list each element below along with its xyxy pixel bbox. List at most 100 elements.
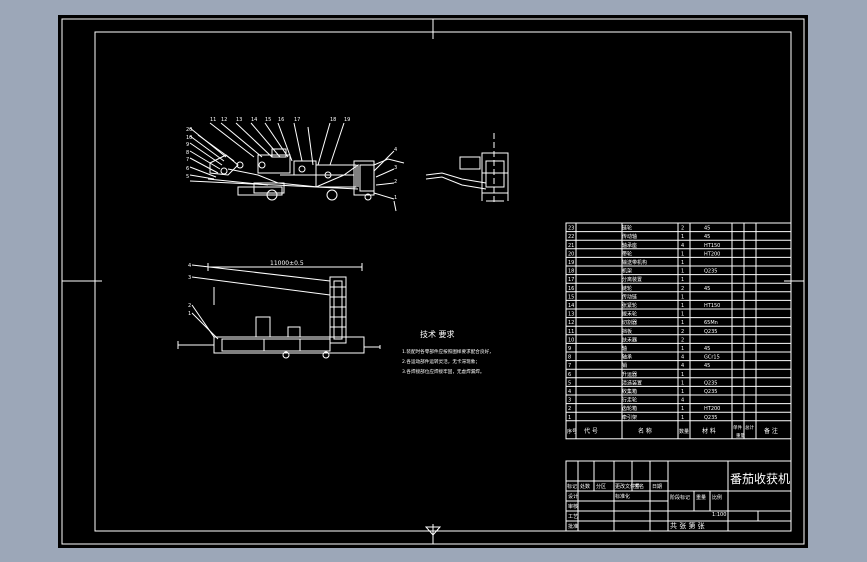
bom-cell-seq: 8: [568, 355, 571, 361]
bom-cell-qty: 1: [681, 415, 684, 421]
side-callout-number: 13: [236, 117, 242, 123]
bom-cell-qty: 1: [681, 251, 684, 257]
bom-cell-seq: 12: [568, 320, 574, 326]
bom-cell-name: 传动轴: [622, 233, 637, 240]
title-block-zone-label: 分区: [596, 483, 606, 490]
bom-cell-seq: 1: [568, 415, 571, 421]
bom-cell-seq: 22: [568, 234, 574, 240]
bom-cell-name: 清选装置: [622, 379, 642, 386]
bom-cell-seq: 16: [568, 286, 574, 292]
bom-cell-material: HT150: [704, 303, 720, 309]
bom-header-weight: 重量: [736, 432, 745, 439]
title-block-sign-label: 签名: [634, 483, 644, 490]
bom-cell-material: HT200: [704, 251, 720, 257]
bom-cell-name: 机架: [622, 268, 632, 275]
side-callout-number: 11: [210, 117, 216, 123]
bom-cell-qty: 2: [681, 329, 684, 335]
bom-cell-material: Q235: [704, 269, 717, 275]
bom-cell-name: 带轮: [622, 250, 632, 257]
bom-cell-material: Q235: [704, 380, 717, 386]
bom-cell-qty: 4: [681, 243, 684, 249]
bom-cell-seq: 6: [568, 372, 571, 378]
bom-cell-material: 45: [704, 346, 710, 352]
side-callout-number: 16: [278, 117, 284, 123]
bom-cell-seq: 23: [568, 226, 574, 232]
bom-cell-material: Q235: [704, 329, 717, 335]
side-callout-number: 9: [186, 142, 189, 148]
bom-header-remark: 备 注: [764, 427, 778, 435]
bom-header-total-weight: 总计: [745, 424, 754, 431]
bom-cell-material: 45: [704, 234, 710, 240]
bom-cell-qty: 1: [681, 303, 684, 309]
bom-cell-name: 轴承: [622, 354, 632, 361]
title-block-standardization-label: 标准化: [615, 493, 630, 500]
bom-cell-seq: 9: [568, 346, 571, 352]
tech-requirement-line: 1.装配时各零部件应按照图样要求配合良好，: [402, 348, 494, 355]
title-block-stage-label: 阶段标记: [670, 494, 690, 501]
bom-cell-seq: 18: [568, 269, 574, 275]
bom-cell-material: Q235: [704, 389, 717, 395]
side-view-leaders: [189, 122, 397, 212]
bom-header-name: 名 称: [638, 427, 652, 435]
bom-cell-seq: 7: [568, 363, 571, 369]
bom-cell-qty: 2: [681, 226, 684, 232]
side-callout-number: 15: [265, 117, 271, 123]
title-block-process-label: 工艺: [568, 514, 578, 520]
top-view: [177, 263, 381, 359]
bom-cell-qty: 1: [681, 380, 684, 386]
bom-cell-seq: 11: [568, 329, 574, 335]
top-callout-number: 1: [188, 311, 191, 317]
title-block-marker-label: 标记: [567, 483, 577, 490]
bom-cell-seq: 14: [568, 303, 574, 309]
bom-header-seq: 序号: [567, 428, 577, 435]
bom-cell-name: 销: [622, 362, 627, 369]
bom-cell-seq: 15: [568, 294, 574, 300]
bom-cell-name: 齿轮箱: [622, 405, 637, 412]
bom-cell-seq: 19: [568, 260, 574, 266]
side-callout-number: 10: [186, 135, 192, 141]
bom-cell-name: 行走轮: [622, 397, 637, 404]
bom-header-unit-weight: 单件: [733, 424, 742, 431]
tech-requirement-line: 3.各焊接部位应焊接牢固，无虚焊漏焊。: [402, 368, 484, 375]
bom-cell-qty: 1: [681, 312, 684, 318]
tech-requirements-list: 1.装配时各零部件应按照图样要求配合良好，2.各运动部件运转灵活，无卡滞现象；3…: [402, 348, 494, 375]
bom-cell-qty: 4: [681, 355, 684, 361]
bom-cell-qty: 1: [681, 269, 684, 275]
title-block-scale-label: 比例: [712, 494, 722, 501]
bom-cell-name: 拨禾轮: [622, 311, 637, 318]
bom-cell-name: 挡板: [622, 328, 632, 335]
bom-cell-name: 输送带机构: [622, 259, 647, 266]
bom-cell-material: HT150: [704, 243, 720, 249]
end-view: [425, 133, 509, 205]
bom-cell-seq: 21: [568, 243, 574, 249]
bom-cell-qty: 2: [681, 286, 684, 292]
corner-mark-tl: [61, 18, 75, 32]
bom-cell-name: 收集箱: [622, 388, 637, 395]
bom-cell-qty: 1: [681, 294, 684, 300]
side-callout-number: 18: [330, 117, 336, 123]
bom-cell-seq: 17: [568, 277, 574, 283]
side-callout-number: 12: [221, 117, 227, 123]
bom-cell-name: 牵引架: [622, 414, 637, 421]
bom-cell-qty: 4: [681, 398, 684, 404]
bom-cell-name: 切割器: [622, 319, 637, 326]
bom-cell-seq: 2: [568, 406, 571, 412]
title-block-check-label: 审核: [568, 503, 578, 510]
side-callout-number: 6: [186, 166, 189, 172]
bom-header-material: 材 料: [702, 427, 716, 435]
bom-cell-seq: 20: [568, 251, 574, 257]
title-block-change-doc-label: 更改文件号: [615, 483, 640, 490]
bom-header-code: 代 号: [584, 427, 598, 435]
bom-cell-seq: 5: [568, 380, 571, 386]
side-callout-number: 3: [394, 165, 397, 171]
side-callout-number: 17: [294, 117, 300, 123]
bom-cell-seq: 4: [568, 389, 571, 395]
side-callout-number: 7: [186, 157, 189, 163]
title-block-date-label: 日期: [652, 484, 662, 490]
bom-cell-qty: 1: [681, 406, 684, 412]
